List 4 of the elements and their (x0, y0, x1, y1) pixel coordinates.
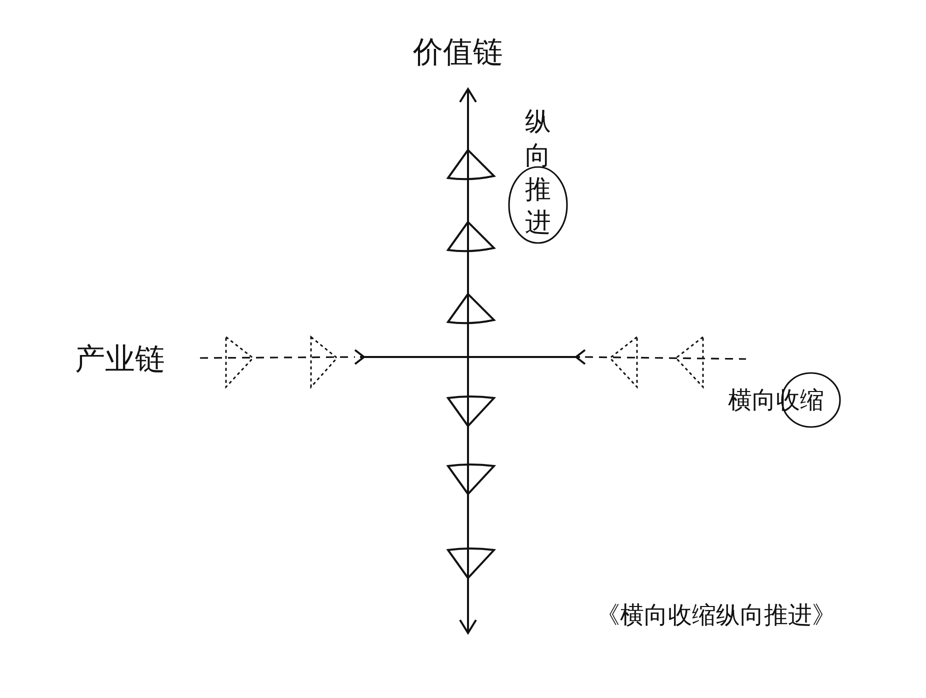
axis-note: 纵向推进 (525, 106, 551, 240)
caption: 《横向收缩纵向推进》 (596, 603, 836, 627)
axis-label: 价值链 (413, 38, 503, 68)
axis-label: 产业链 (75, 345, 165, 375)
